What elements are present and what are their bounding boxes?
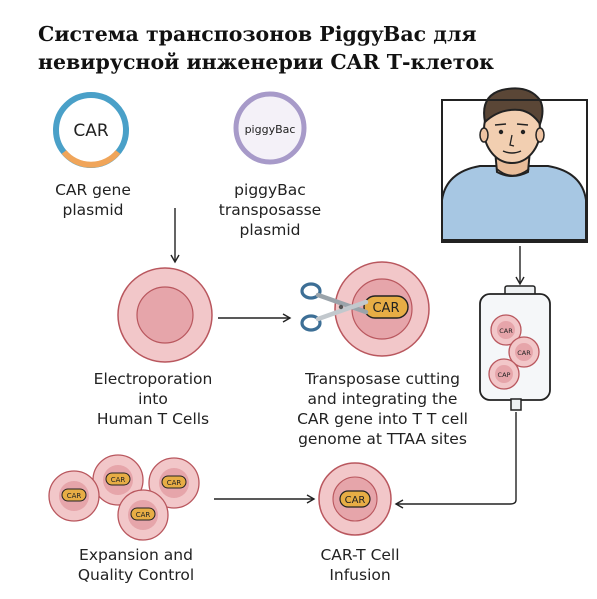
infusion-bag-icon: CAR CAR CAP — [479, 285, 551, 411]
transposase-caption: Transposase cutting and integrating the … — [297, 370, 468, 448]
expansion-cell-cluster: CAR CAR CAR CAR — [48, 454, 200, 541]
arrow-bag-to-infusion — [394, 412, 517, 509]
patient-illustration — [441, 87, 588, 243]
electroporation-caption: Electroporation into Human T Cells — [93, 370, 213, 428]
expansion-cell-2-label: CAR — [167, 479, 182, 487]
title-line-2: невирусной инженерии CAR Т-клеток — [38, 50, 494, 74]
expansion-caption: Expansion and Quality Control — [77, 546, 195, 584]
scissors-icon — [300, 282, 369, 332]
bag-cell-1-label: CAR — [499, 327, 513, 335]
car-plasmid-label: CAR — [73, 121, 108, 141]
bag-cell-2-label: CAR — [517, 349, 531, 357]
piggybac-plasmid-label: piggyBac — [245, 123, 296, 136]
bag-cell-1: CAR — [490, 314, 522, 346]
bag-cell-3-label: CAP — [498, 371, 511, 379]
bag-cell-2: CAR — [508, 336, 540, 368]
title-line-1: Система транспозонов PiggyBac для — [38, 22, 477, 46]
car-plasmid-caption: CAR gene plasmid — [55, 181, 131, 219]
expansion-cell-3-label: CAR — [67, 492, 82, 500]
electroporation-cell-icon — [117, 267, 213, 363]
piggybac-plasmid-caption: piggyBac transposasse plasmid — [218, 181, 322, 239]
expansion-cell-2: CAR — [148, 457, 200, 509]
expansion-cell-4: CAR — [117, 489, 169, 541]
transposase-cell-icon: CAR — [334, 261, 430, 357]
piggybac-plasmid-icon: piggyBac — [233, 91, 307, 165]
bag-cell-3: CAP — [488, 358, 520, 390]
page-title: Система транспозонов PiggyBac для невиру… — [38, 20, 568, 76]
car-plasmid-icon: CAR — [53, 92, 129, 168]
expansion-cell-4-label: CAR — [136, 511, 151, 519]
cart-cell-car-label: CAR — [345, 495, 366, 506]
cart-cell-icon: CAR — [318, 462, 392, 536]
expansion-cell-1-label: CAR — [111, 476, 126, 484]
expansion-cell-1: CAR — [92, 454, 144, 506]
cart-infusion-caption: CAR-T Cell Infusion — [320, 546, 400, 584]
expansion-cell-3: CAR — [48, 470, 100, 522]
transposase-car-label: CAR — [372, 301, 399, 316]
